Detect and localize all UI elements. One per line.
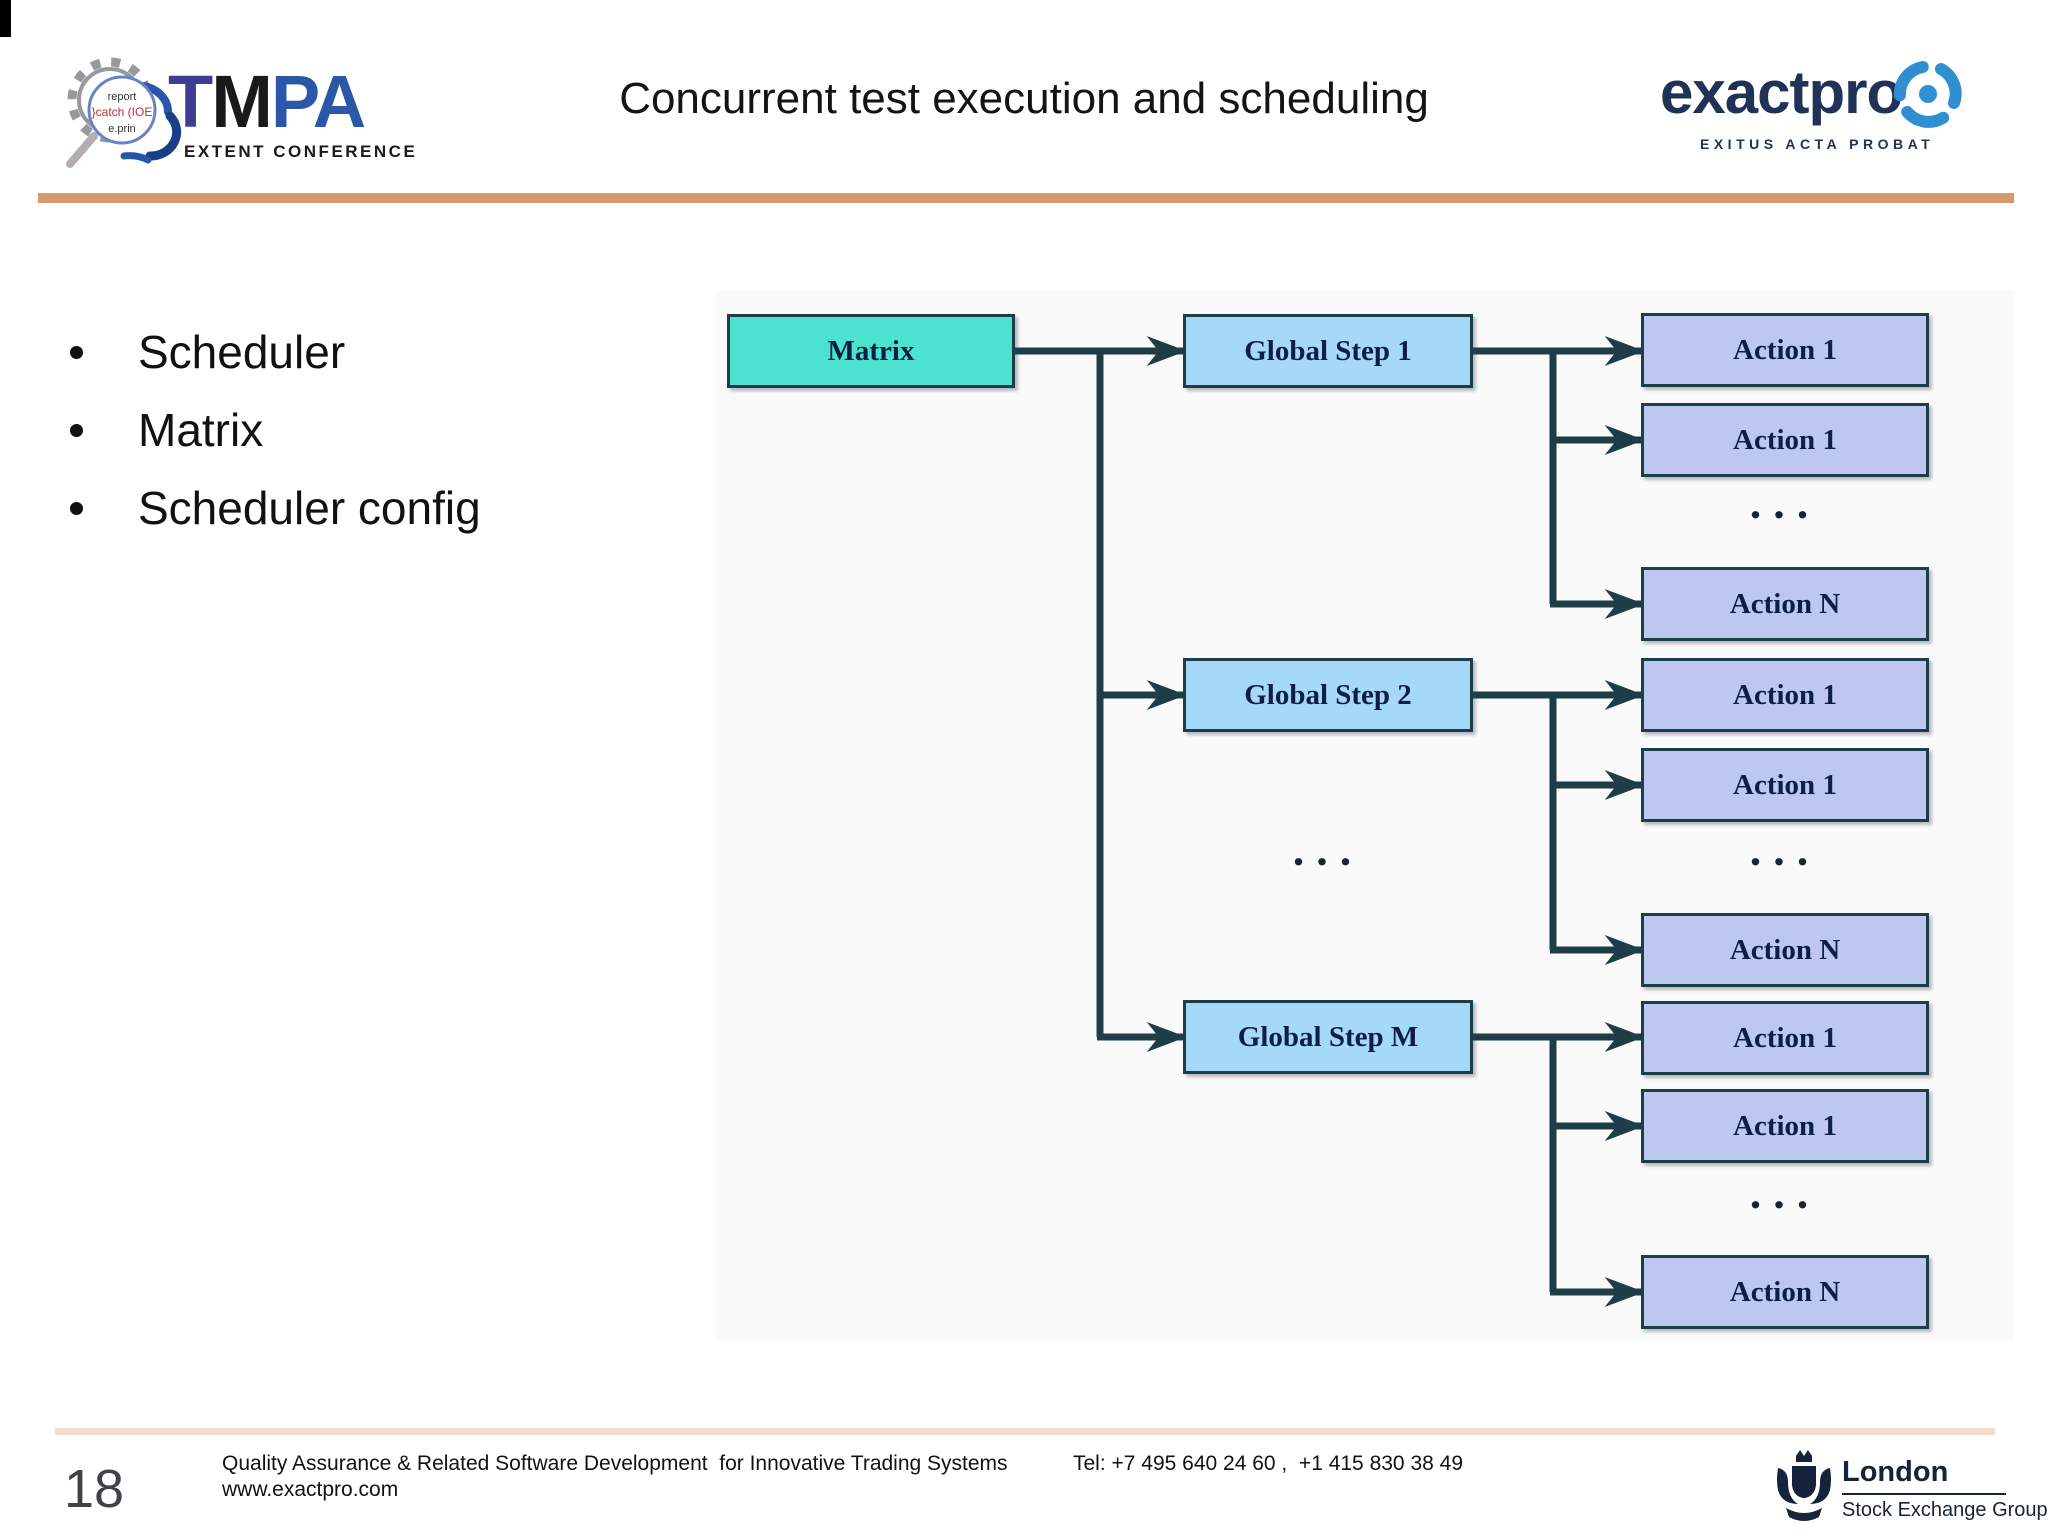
page-number: 18 bbox=[64, 1459, 125, 1519]
footer-divider bbox=[55, 1428, 1995, 1435]
bullet-item: Scheduler config bbox=[70, 478, 670, 538]
bullet-label: Scheduler bbox=[138, 326, 346, 378]
action-box: Action 1 bbox=[1641, 403, 1929, 477]
code-line: report bbox=[108, 91, 137, 103]
actions-ellipsis: ... bbox=[1749, 1167, 1821, 1218]
footer-website: www.exactpro.com bbox=[222, 1478, 399, 1501]
lse-rule bbox=[1842, 1493, 2006, 1495]
lse-crest-icon bbox=[1772, 1450, 1836, 1530]
exactpro-icon bbox=[1890, 56, 1966, 132]
action-box: Action 1 bbox=[1641, 748, 1929, 822]
tmpa-wordmark: TMPA bbox=[168, 65, 366, 139]
actions-ellipsis: ... bbox=[1749, 477, 1821, 528]
exactpro-tagline: EXITUS ACTA PROBAT bbox=[1700, 136, 1935, 152]
bullet-item: Scheduler bbox=[70, 322, 670, 382]
magnifier-handle bbox=[66, 132, 98, 168]
tmpa-letters-pa: PA bbox=[270, 60, 366, 143]
global-step-M-box: Global Step M bbox=[1183, 1000, 1473, 1074]
lse-london-label: London bbox=[1842, 1456, 1949, 1488]
action-box: Action N bbox=[1641, 1255, 1929, 1329]
bullet-item: Matrix bbox=[70, 400, 670, 460]
global-step-2-box: Global Step 2 bbox=[1183, 658, 1473, 732]
page-title: Concurrent test execution and scheduling bbox=[619, 74, 1429, 123]
matrix-box: Matrix bbox=[727, 314, 1015, 388]
bullet-dot bbox=[70, 345, 83, 359]
footer-phone: Tel: +7 495 640 24 60 , +1 415 830 38 49 bbox=[1073, 1452, 1463, 1475]
tmpa-subtitle: EXTENT CONFERENCE bbox=[184, 142, 418, 161]
bullet-label: Matrix bbox=[138, 404, 264, 456]
action-box: Action 1 bbox=[1641, 1001, 1929, 1075]
tmpa-letter-m: M bbox=[211, 60, 273, 143]
action-box: Action N bbox=[1641, 913, 1929, 987]
action-box: Action N bbox=[1641, 567, 1929, 641]
bullet-dot bbox=[70, 423, 83, 437]
action-box: Action 1 bbox=[1641, 313, 1929, 387]
code-line: e.prin bbox=[108, 123, 136, 135]
action-box: Action 1 bbox=[1641, 658, 1929, 732]
tmpa-letter-t: T bbox=[168, 60, 213, 143]
actions-ellipsis: ... bbox=[1749, 824, 1821, 875]
lse-group-label: Stock Exchange Group bbox=[1842, 1499, 2048, 1521]
tmpa-logo: report }catch (IOE e.prin bbox=[58, 52, 188, 178]
tmpa-logo-art: report }catch (IOE e.prin bbox=[66, 57, 182, 168]
corner-mark bbox=[0, 0, 11, 37]
bullet-dot bbox=[70, 501, 83, 515]
accent-divider bbox=[38, 193, 2014, 203]
steps-ellipsis: ... bbox=[1292, 824, 1364, 875]
code-line: }catch (IOE bbox=[92, 105, 153, 119]
footer-tagline: Quality Assurance & Related Software Dev… bbox=[222, 1452, 1008, 1475]
bullet-label: Scheduler config bbox=[138, 482, 481, 534]
global-step-1-box: Global Step 1 bbox=[1183, 314, 1473, 388]
action-box: Action 1 bbox=[1641, 1089, 1929, 1163]
exactpro-wordmark: exactpro bbox=[1660, 59, 1903, 126]
magnifier-icon: report }catch (IOE e.prin bbox=[87, 75, 157, 145]
